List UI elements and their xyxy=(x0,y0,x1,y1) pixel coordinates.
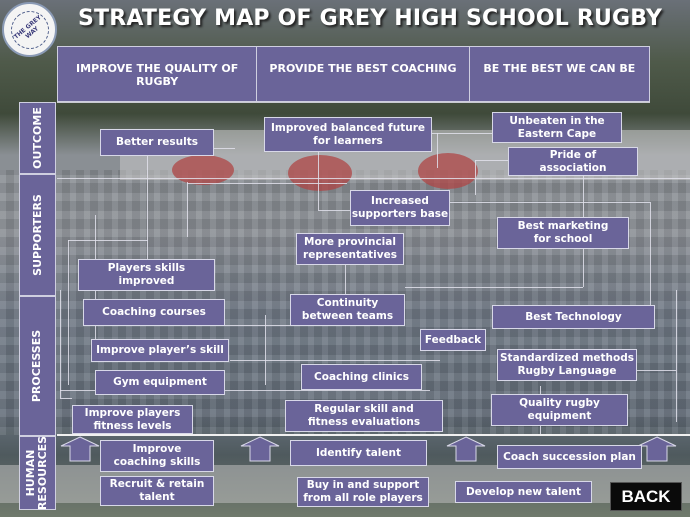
back-button[interactable]: BACK xyxy=(610,482,682,511)
connector-line xyxy=(57,178,690,179)
goals-header: IMPROVE THE QUALITY OF RUGBY PROVIDE THE… xyxy=(57,46,650,102)
connector-line xyxy=(68,240,148,241)
objective-provincial-representatives[interactable]: More provincial representatives xyxy=(296,233,404,265)
connector-line xyxy=(420,202,650,203)
connector-line xyxy=(60,290,61,398)
connector-line xyxy=(60,398,72,399)
objective-improve-fitness-levels[interactable]: Improve players fitness levels xyxy=(72,405,193,434)
decor-ellipse xyxy=(288,155,352,191)
objective-develop-new-talent[interactable]: Develop new talent xyxy=(455,481,592,503)
objective-improve-coaching-skills[interactable]: Improve coaching skills xyxy=(100,440,214,472)
perspective-human-resources-label: HUMAN RESOURCES xyxy=(24,435,50,511)
objective-players-skills-improved[interactable]: Players skills improved xyxy=(78,259,215,291)
connector-line xyxy=(187,183,347,184)
connector-line xyxy=(475,160,510,161)
objective-gym-equipment[interactable]: Gym equipment xyxy=(95,370,225,395)
connector-line xyxy=(147,155,148,265)
up-arrow-icon xyxy=(240,436,280,462)
certified-logo: THE GREY WAY xyxy=(2,2,57,57)
connector-line xyxy=(318,210,358,211)
connector-line xyxy=(195,148,235,149)
objective-recruit-retain-talent[interactable]: Recruit & retain talent xyxy=(100,476,214,506)
connector-line xyxy=(405,287,583,288)
connector-line xyxy=(620,370,676,371)
objective-balanced-future[interactable]: Improved balanced future for learners xyxy=(264,117,432,152)
connector-line xyxy=(60,390,430,391)
page-title: STRATEGY MAP OF GREY HIGH SCHOOL RUGBY xyxy=(78,6,663,31)
connector-line xyxy=(345,265,346,295)
up-arrow-icon xyxy=(60,436,100,462)
objective-best-marketing[interactable]: Best marketing for school xyxy=(497,217,629,249)
decor-ellipse xyxy=(172,155,234,185)
objective-pride-of-association[interactable]: Pride of association xyxy=(508,147,638,176)
connector-line xyxy=(205,325,305,326)
objective-best-technology[interactable]: Best Technology xyxy=(492,305,655,329)
objective-standardized-methods[interactable]: Standardized methods Rugby Language xyxy=(497,349,637,381)
objective-quality-rugby-equipment[interactable]: Quality rugby equipment xyxy=(491,394,628,426)
up-arrow-icon xyxy=(446,436,486,462)
objective-better-results[interactable]: Better results xyxy=(100,129,214,156)
connector-line xyxy=(187,182,188,237)
objective-unbeaten-eastern-cape[interactable]: Unbeaten in the Eastern Cape xyxy=(492,112,622,143)
connector-line xyxy=(422,133,492,134)
perspective-processes-label: PROCESSES xyxy=(30,329,44,403)
section-separator xyxy=(57,434,690,436)
objective-increased-supporters[interactable]: Increased supporters base xyxy=(350,190,450,226)
up-arrow-icon xyxy=(637,436,677,462)
objective-continuity-between-teams[interactable]: Continuity between teams xyxy=(290,294,405,326)
objective-coaching-courses[interactable]: Coaching courses xyxy=(83,299,225,326)
objective-identify-talent[interactable]: Identify talent xyxy=(290,440,427,466)
perspective-human-resources: HUMAN RESOURCES xyxy=(19,436,56,510)
connector-line xyxy=(676,290,677,422)
objective-feedback[interactable]: Feedback xyxy=(420,329,486,351)
perspective-supporters: SUPPORTERS xyxy=(19,174,56,296)
grid-line xyxy=(57,102,650,103)
objective-coaching-clinics[interactable]: Coaching clinics xyxy=(301,364,422,390)
connector-line xyxy=(437,133,438,168)
decor-ellipse xyxy=(418,153,478,189)
goal-quality-rugby: IMPROVE THE QUALITY OF RUGBY xyxy=(58,47,258,101)
connector-line xyxy=(265,315,266,385)
objective-regular-evaluations[interactable]: Regular skill and fitness evaluations xyxy=(285,400,443,432)
perspective-supporters-label: SUPPORTERS xyxy=(30,194,44,276)
goal-best-coaching: PROVIDE THE BEST COACHING xyxy=(257,47,470,101)
logo-center-text: THE GREY WAY xyxy=(2,2,57,57)
objective-buy-in-support[interactable]: Buy in and support from all role players xyxy=(297,477,429,507)
connector-line xyxy=(475,160,476,195)
connector-line xyxy=(230,360,440,361)
perspective-outcome-label: OUTCOME xyxy=(30,107,44,169)
objective-improve-players-skill[interactable]: Improve player’s skill xyxy=(91,339,229,362)
perspective-processes: PROCESSES xyxy=(19,296,56,436)
goal-best-we-can-be: BE THE BEST WE CAN BE xyxy=(483,62,636,75)
connector-line xyxy=(68,240,69,385)
connector-line xyxy=(650,202,651,312)
perspective-outcome: OUTCOME xyxy=(19,102,56,174)
connector-line xyxy=(318,150,319,210)
objective-coach-succession-plan[interactable]: Coach succession plan xyxy=(497,445,642,469)
